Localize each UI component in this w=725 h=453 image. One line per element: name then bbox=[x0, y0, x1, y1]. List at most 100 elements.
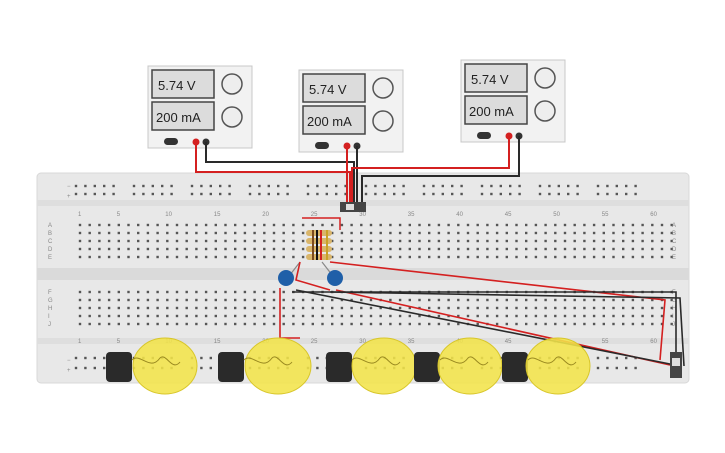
breadboard-hole[interactable] bbox=[447, 255, 450, 259]
breadboard-hole[interactable] bbox=[447, 231, 450, 235]
breadboard-hole[interactable] bbox=[379, 239, 382, 243]
breadboard-hole[interactable] bbox=[602, 306, 605, 310]
breadboard-hole[interactable] bbox=[476, 306, 479, 310]
breadboard-hole[interactable] bbox=[634, 184, 637, 188]
resistor-3[interactable] bbox=[306, 246, 332, 252]
breadboard-hole[interactable] bbox=[127, 290, 130, 294]
breadboard-hole[interactable] bbox=[272, 322, 276, 326]
breadboard-hole[interactable] bbox=[525, 231, 528, 235]
breadboard-hole[interactable] bbox=[612, 223, 615, 227]
breadboard-hole[interactable] bbox=[583, 239, 586, 243]
breadboard-hole[interactable] bbox=[107, 255, 111, 259]
breadboard-hole[interactable] bbox=[389, 255, 392, 259]
breadboard-hole[interactable] bbox=[486, 314, 489, 318]
breadboard-hole[interactable] bbox=[214, 239, 217, 243]
breadboard-hole[interactable] bbox=[360, 239, 363, 243]
breadboard-hole[interactable] bbox=[151, 192, 154, 196]
breadboard-hole[interactable] bbox=[408, 298, 411, 302]
breadboard-hole[interactable] bbox=[486, 239, 489, 243]
breadboard-hole[interactable] bbox=[573, 223, 576, 227]
breadboard-hole[interactable] bbox=[166, 231, 169, 235]
breadboard-hole[interactable] bbox=[651, 306, 654, 310]
breadboard-hole[interactable] bbox=[602, 314, 605, 318]
breadboard-hole[interactable] bbox=[78, 255, 82, 259]
breadboard-hole[interactable] bbox=[267, 184, 270, 188]
breadboard-hole[interactable] bbox=[505, 314, 508, 318]
breadboard-hole[interactable] bbox=[282, 290, 285, 294]
breadboard-hole[interactable] bbox=[234, 231, 237, 235]
bulbs[interactable] bbox=[106, 337, 591, 395]
breadboard-hole[interactable] bbox=[554, 298, 557, 302]
breadboard-hole[interactable] bbox=[544, 322, 547, 326]
breadboard-hole[interactable] bbox=[631, 223, 635, 227]
breadboard-hole[interactable] bbox=[592, 231, 596, 235]
breadboard-hole[interactable] bbox=[137, 298, 140, 302]
breadboard-hole[interactable] bbox=[175, 314, 179, 318]
breadboard-hole[interactable] bbox=[282, 223, 285, 227]
breadboard-hole[interactable] bbox=[634, 192, 637, 196]
breadboard-hole[interactable] bbox=[631, 322, 635, 326]
breadboard-hole[interactable] bbox=[195, 322, 198, 326]
breadboard-hole[interactable] bbox=[670, 322, 673, 326]
breadboard-hole[interactable] bbox=[88, 322, 91, 326]
breadboard-hole[interactable] bbox=[253, 314, 256, 318]
breadboard-hole[interactable] bbox=[398, 239, 402, 243]
breadboard-hole[interactable] bbox=[422, 184, 426, 188]
breadboard-hole[interactable] bbox=[200, 192, 203, 196]
breadboard-hole[interactable] bbox=[340, 239, 344, 243]
breadboard-hole[interactable] bbox=[224, 231, 227, 235]
breadboard-hole[interactable] bbox=[495, 239, 499, 243]
breadboard-hole[interactable] bbox=[263, 306, 266, 310]
breadboard-hole[interactable] bbox=[88, 223, 91, 227]
breadboard-hole[interactable] bbox=[538, 192, 542, 196]
breadboard-hole[interactable] bbox=[272, 306, 276, 310]
breadboard-hole[interactable] bbox=[301, 255, 305, 259]
breadboard-hole[interactable] bbox=[190, 192, 194, 196]
breadboard-hole[interactable] bbox=[301, 223, 305, 227]
breadboard-hole[interactable] bbox=[103, 192, 106, 196]
breadboard-hole[interactable] bbox=[234, 298, 237, 302]
breadboard-hole[interactable] bbox=[379, 314, 382, 318]
breadboard-hole[interactable] bbox=[156, 231, 159, 235]
breadboard-hole[interactable] bbox=[544, 314, 547, 318]
breadboard-hole[interactable] bbox=[625, 356, 628, 360]
breadboard-hole[interactable] bbox=[583, 306, 586, 310]
breadboard-hole[interactable] bbox=[243, 223, 247, 227]
breadboard-hole[interactable] bbox=[369, 255, 373, 259]
breadboard-hole[interactable] bbox=[369, 247, 373, 251]
breadboard-hole[interactable] bbox=[146, 314, 150, 318]
power-supply-3[interactable]: 5.74 V 200 mA bbox=[460, 59, 566, 143]
breadboard-hole[interactable] bbox=[457, 306, 460, 310]
breadboard-hole[interactable] bbox=[137, 314, 140, 318]
breadboard-hole[interactable] bbox=[447, 247, 450, 251]
breadboard-hole[interactable] bbox=[166, 290, 169, 294]
breadboard-hole[interactable] bbox=[606, 192, 609, 196]
breadboard-hole[interactable] bbox=[253, 239, 256, 243]
breadboard-hole[interactable] bbox=[408, 322, 411, 326]
breadboard-hole[interactable] bbox=[389, 239, 392, 243]
bulb-3[interactable] bbox=[326, 337, 417, 395]
breadboard-hole[interactable] bbox=[441, 192, 444, 196]
breadboard-hole[interactable] bbox=[466, 306, 470, 310]
breadboard-hole[interactable] bbox=[544, 231, 547, 235]
breadboard-hole[interactable] bbox=[554, 306, 557, 310]
breadboard-hole[interactable] bbox=[408, 306, 411, 310]
breadboard-hole[interactable] bbox=[670, 239, 673, 243]
breadboard-hole[interactable] bbox=[457, 255, 460, 259]
breadboard-hole[interactable] bbox=[282, 239, 285, 243]
breadboard-hole[interactable] bbox=[554, 255, 557, 259]
breadboard-hole[interactable] bbox=[505, 255, 508, 259]
breadboard-hole[interactable] bbox=[243, 322, 247, 326]
breadboard-hole[interactable] bbox=[408, 255, 411, 259]
bulb-5[interactable] bbox=[502, 337, 591, 395]
breadboard-hole[interactable] bbox=[214, 290, 217, 294]
breadboard-hole[interactable] bbox=[576, 184, 579, 188]
breadboard-hole[interactable] bbox=[350, 306, 353, 310]
breadboard-hole[interactable] bbox=[592, 255, 596, 259]
breadboard-hole[interactable] bbox=[214, 247, 217, 251]
breadboard-hole[interactable] bbox=[316, 192, 319, 196]
breadboard-hole[interactable] bbox=[78, 298, 82, 302]
breadboard-hole[interactable] bbox=[369, 231, 373, 235]
breadboard-hole[interactable] bbox=[490, 192, 493, 196]
